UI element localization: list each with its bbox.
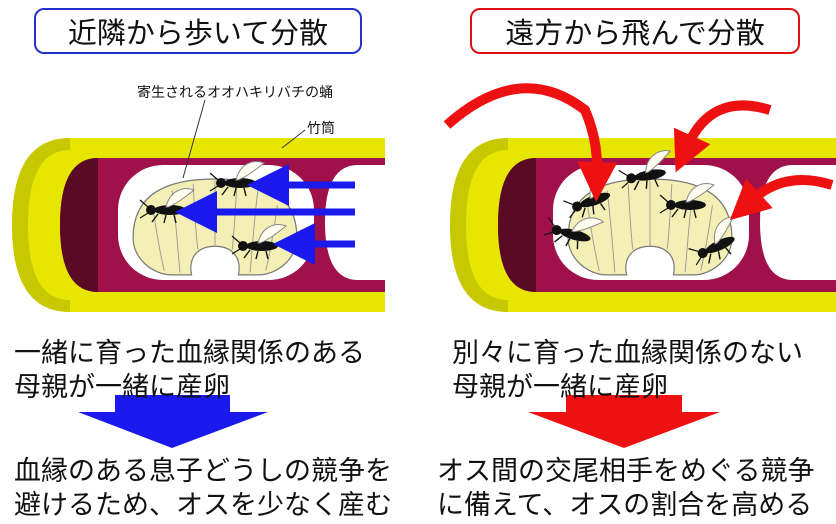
right-result-line1: オス間の交尾相手をめぐる競争 xyxy=(437,456,815,487)
left-condition-line1: 一緒に育った血縁関係のある xyxy=(14,338,365,369)
right-down-arrow xyxy=(528,395,720,448)
right-result-line2: に備えて、オスの割合を高める xyxy=(437,490,813,521)
left-walking-arrows xyxy=(175,164,355,265)
right-condition-line1: 別々に育った血縁関係のない xyxy=(452,338,803,369)
left-result-line2: 避けるため、オスを少なく産む xyxy=(14,490,392,521)
left-condition-line2: 母親が一緒に産卵 xyxy=(14,372,230,403)
left-down-arrow xyxy=(78,395,268,448)
bamboo-tube-label: 竹筒 xyxy=(307,121,335,137)
right-panel-title: 遠方から飛んで分散 xyxy=(470,8,800,54)
pupa-label: 寄生されるオオハキリバチの蛹 xyxy=(137,85,333,101)
label-leaders xyxy=(182,99,306,179)
right-condition-line2: 母親が一緒に産卵 xyxy=(452,372,668,403)
right-flying-arrows xyxy=(443,83,834,221)
left-result-line1: 血縁のある息子どうしの競争を xyxy=(14,456,392,487)
left-panel-title: 近隣から歩いて分散 xyxy=(34,8,362,54)
